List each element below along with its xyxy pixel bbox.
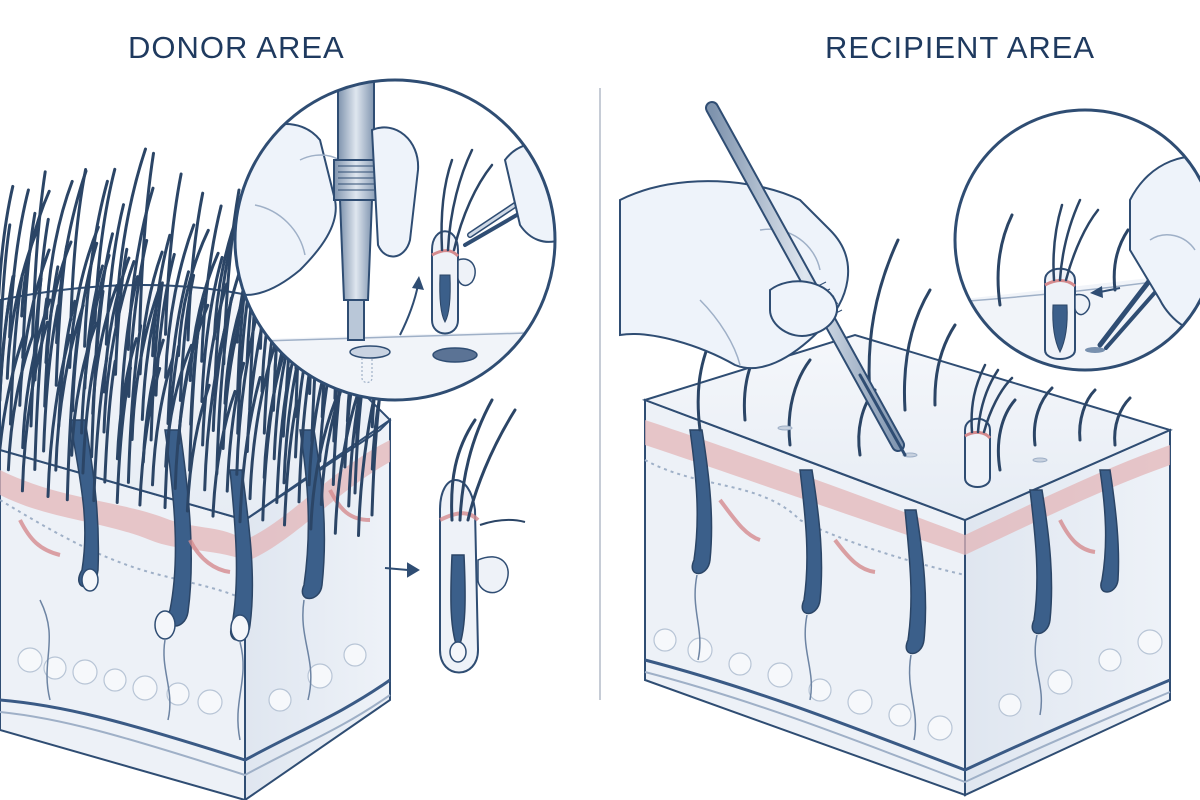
donor-hair-strand <box>177 228 210 358</box>
recipient-hand-with-implanter <box>619 101 907 457</box>
donor-hair-strand <box>283 399 299 527</box>
extracted-graft <box>439 398 526 674</box>
donor-hair-strand <box>20 320 49 493</box>
donor-hair-strand <box>115 337 138 461</box>
donor-hair-strand <box>215 296 233 476</box>
donor-hair-strand <box>0 223 12 357</box>
recipient-magnified-view <box>953 108 1200 372</box>
extraction-arrow <box>384 562 420 578</box>
donor-hair-strand <box>70 321 98 457</box>
donor-hair-strand <box>0 184 15 301</box>
donor-hair-strand <box>115 366 132 504</box>
donor-hair-strand <box>186 191 205 342</box>
donor-hair-strand <box>309 395 339 531</box>
donor-hair-strand <box>43 265 60 408</box>
donor-hair-strand <box>33 297 49 471</box>
donor-hair-strand <box>0 275 15 425</box>
donor-hair-strand <box>200 255 224 403</box>
donor-hair-strand <box>203 315 230 492</box>
donor-hair-strand <box>92 356 109 503</box>
donor-hair-strand <box>163 344 181 510</box>
donor-hair-strand <box>29 276 43 428</box>
donor-hair-strand <box>238 376 262 524</box>
donor-hair-strand <box>6 333 35 472</box>
donor-hair-strand <box>18 248 51 407</box>
donor-hair-strand <box>225 361 246 493</box>
donor-hair-strand <box>173 324 201 490</box>
donor-hair-strand <box>8 188 30 339</box>
donor-hair-strand <box>54 244 69 387</box>
recipient-skin-block <box>641 238 1173 797</box>
donor-hair-strand <box>90 289 105 459</box>
donor-hair-strand <box>248 342 277 501</box>
donor-hair-strand <box>103 359 117 484</box>
donor-hair-strand <box>130 283 162 441</box>
donor-hair-strand <box>149 281 164 442</box>
donor-hair-strand <box>9 273 24 426</box>
donor-hair-strand <box>65 318 82 502</box>
donor-hair-strand <box>138 151 155 333</box>
inserted-graft <box>964 363 1014 488</box>
donor-hair-strand <box>42 304 60 453</box>
donor-hair-strand <box>140 290 162 421</box>
donor-area-title: DONOR AREA <box>128 30 345 65</box>
donor-hair-strand <box>151 357 174 487</box>
donor-hair-strand <box>178 273 196 402</box>
donor-hair-strand <box>164 172 183 336</box>
donor-hair-strand <box>5 228 39 380</box>
donor-hair-strand <box>261 343 285 522</box>
donor-hair-strand <box>164 223 196 379</box>
donor-hair-strand <box>46 333 72 498</box>
donor-hair-strand <box>211 389 237 518</box>
recipient-area-title: RECIPIENT AREA <box>825 30 1096 65</box>
donor-hair-strand <box>138 367 162 507</box>
donor-hair-strand <box>0 335 25 465</box>
donor-hair-strand <box>126 324 143 484</box>
donor-hair-strand <box>166 270 190 425</box>
donor-hair-strand <box>102 260 136 434</box>
donor-hair-strand <box>185 383 211 513</box>
donor-hair-strand <box>31 170 47 338</box>
donor-hair-strand <box>104 203 125 346</box>
donor-hair-strand <box>188 302 203 472</box>
donor-hair-strand <box>81 350 99 475</box>
donor-hair-strand <box>275 367 292 504</box>
donor-hair-strand <box>201 282 229 447</box>
donor-hair-strand <box>333 390 360 535</box>
